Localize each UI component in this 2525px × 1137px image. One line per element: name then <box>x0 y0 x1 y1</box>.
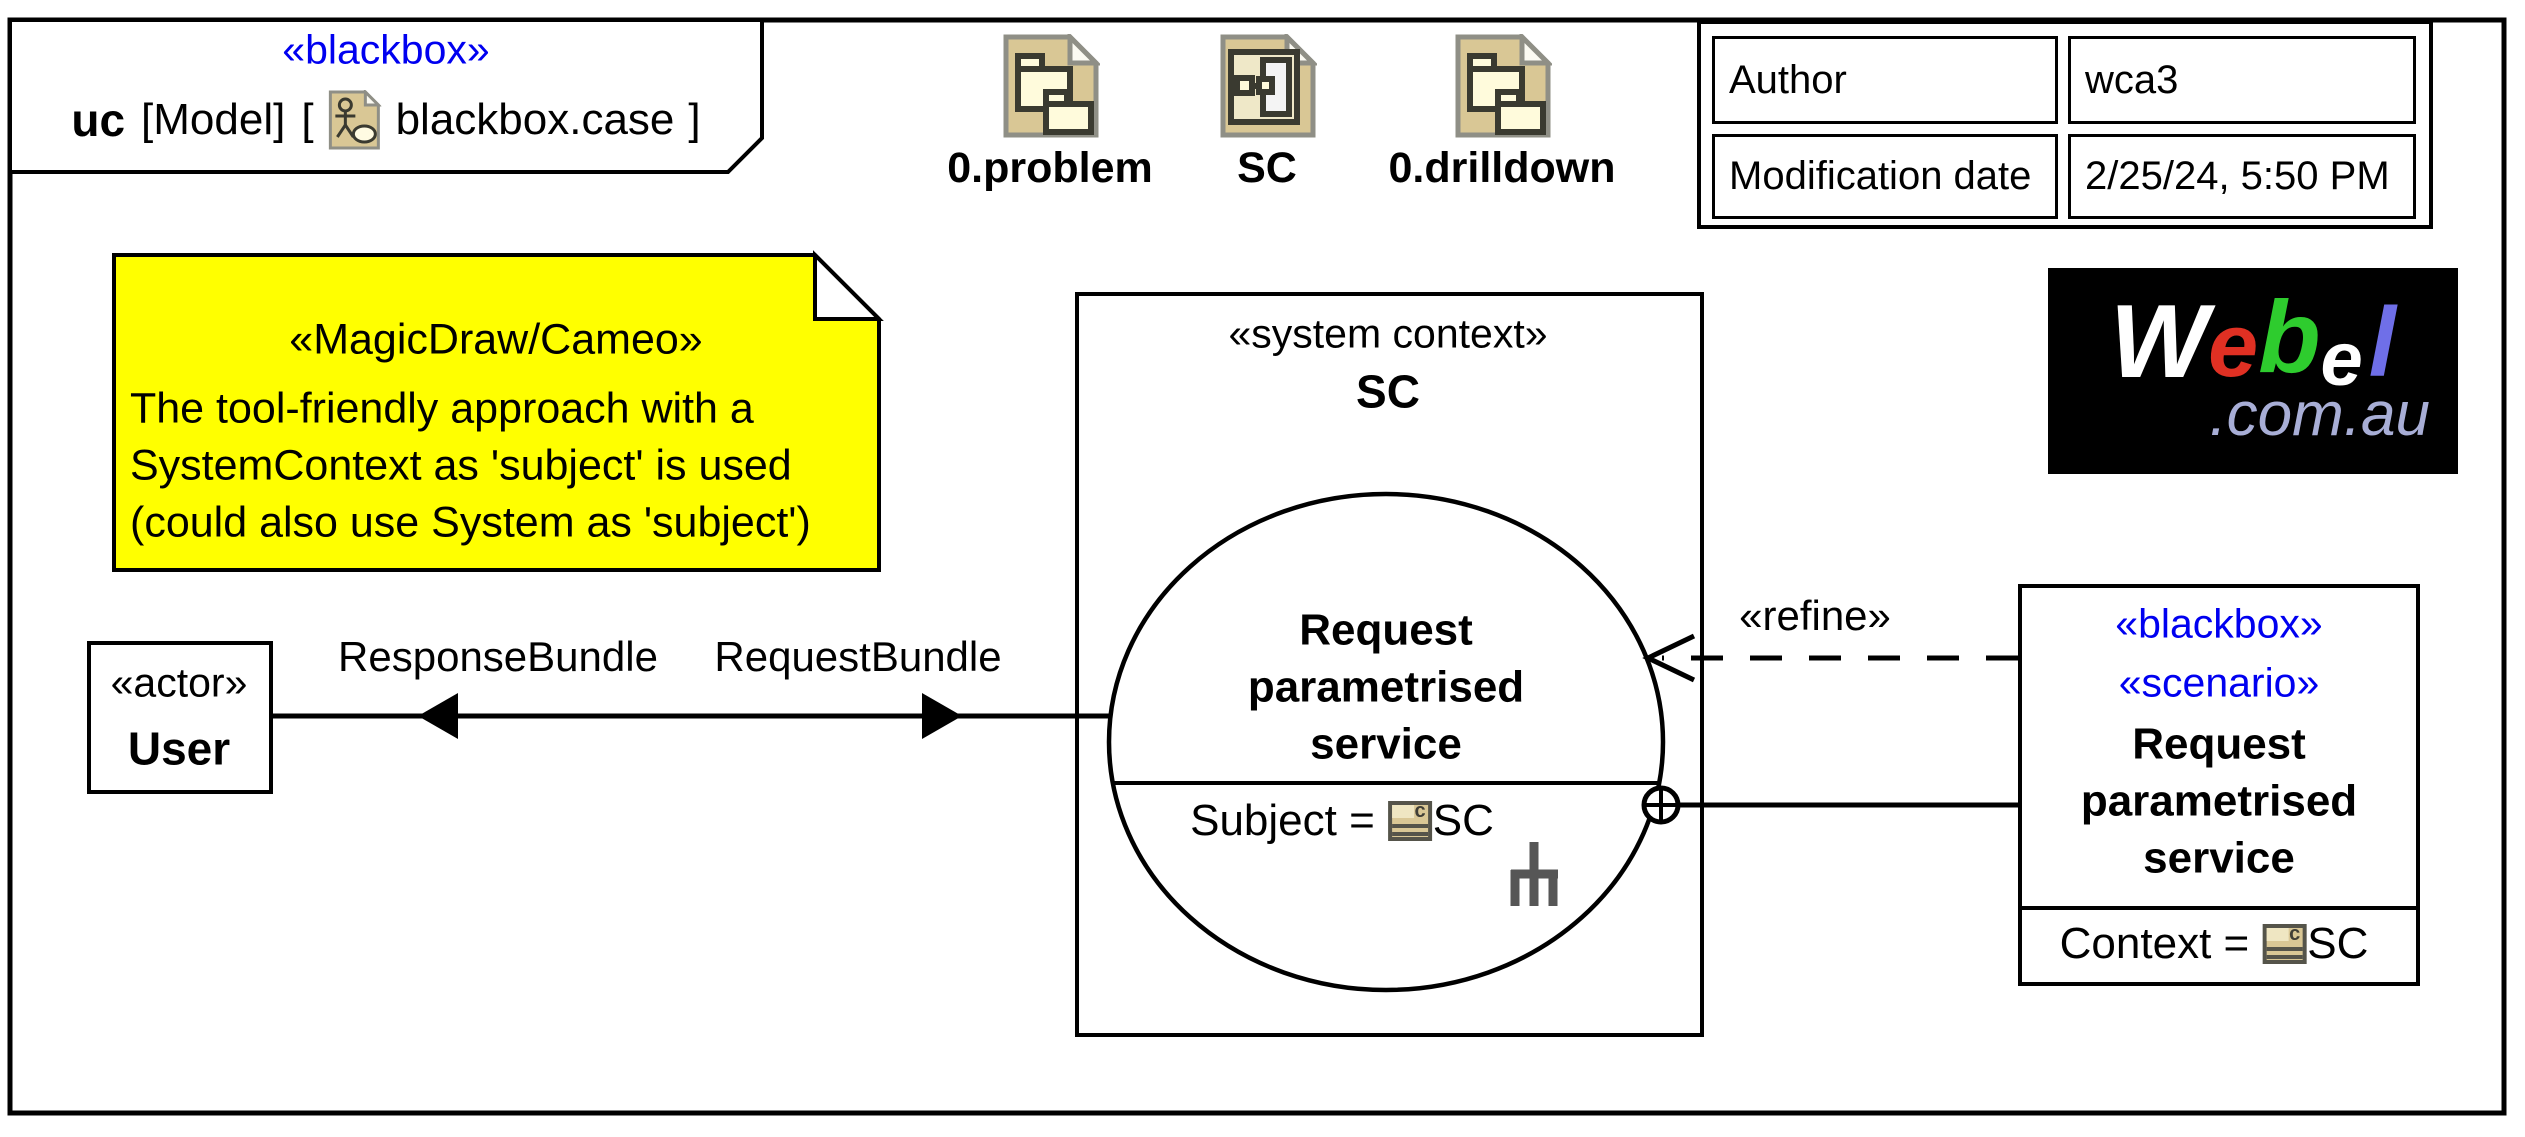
note-stereotype: «MagicDraw/Cameo» <box>289 315 703 364</box>
scenario-context-row: Context = c SC <box>2060 919 2369 969</box>
usecase-file-icon <box>329 90 382 150</box>
frame-close-bracket: ] <box>688 95 701 144</box>
refine-label: «refine» <box>1739 591 1891 639</box>
response-arrowhead <box>418 693 458 739</box>
info-table-moddate-label-cell: Modification date <box>1712 134 2058 219</box>
usecase-subject-row: Subject = c SC <box>1190 796 1494 846</box>
context-value: SC <box>2307 919 2369 968</box>
diagram-link-label[interactable]: SC <box>1237 144 1297 192</box>
diagram-kind-keyword: uc <box>71 94 126 146</box>
frame-title: uc [Model] [ blackbox.case ] <box>71 90 701 150</box>
logo-domain: .com.au <box>2209 379 2430 449</box>
frame-model-label: [Model] <box>141 95 286 144</box>
note-fold-corner <box>813 250 884 321</box>
logo-letter: W <box>2109 284 2209 401</box>
usecase-name-line: service <box>1310 719 1462 769</box>
ibd-diagram-file-icon <box>1220 34 1317 138</box>
usecase-name-line: parametrised <box>1247 662 1525 712</box>
author-value: wca3 <box>2085 57 2179 102</box>
class-icon: c <box>1387 800 1432 841</box>
author-label: Author <box>1729 57 1847 102</box>
scenario-name-line: Request <box>2132 719 2306 769</box>
package-diagram-file-icon <box>1003 34 1100 138</box>
logo-letter: l <box>2368 287 2397 398</box>
scenario-name-line: service <box>2143 833 2295 883</box>
subject-label: Subject = <box>1190 796 1375 845</box>
scenario-stereotype-scenario: «scenario» <box>2118 659 2320 706</box>
request-arrowhead <box>922 693 962 739</box>
subject-value: SC <box>1432 796 1494 845</box>
note-line: SystemContext as 'subject' is used <box>130 441 792 490</box>
note-line: (could also use System as 'subject') <box>130 498 811 547</box>
logo-letter: b <box>2258 280 2321 395</box>
svg-text:c: c <box>1414 800 1425 822</box>
diagram-link-problem[interactable]: 0.problem <box>900 34 1200 193</box>
class-icon: c <box>2262 923 2307 964</box>
scenario-stereotype-blackbox: «blackbox» <box>2115 600 2323 647</box>
system-context-stereotype: «system context» <box>1228 310 1548 357</box>
actor-stereotype: «actor» <box>110 659 248 706</box>
modification-date-value: 2/25/24, 5:50 PM <box>2085 154 2390 198</box>
response-bundle-label: ResponseBundle <box>338 632 658 680</box>
svg-text:c: c <box>2289 923 2300 945</box>
diagram-link-sc[interactable]: SC <box>1117 34 1417 193</box>
info-table-author-label-cell: Author <box>1712 36 2058 124</box>
frame-diagram-name: blackbox.case <box>395 95 675 144</box>
actor-name: User <box>127 722 231 775</box>
package-diagram-file-icon <box>1455 34 1552 138</box>
request-bundle-label: RequestBundle <box>714 632 1002 680</box>
usecase-name-line: Request <box>1299 605 1473 655</box>
info-table-moddate-value-cell: 2/25/24, 5:50 PM <box>2068 134 2416 219</box>
system-context-name: SC <box>1356 365 1420 418</box>
diagram-link-label[interactable]: 0.problem <box>947 144 1153 192</box>
modification-date-label: Modification date <box>1729 154 2032 198</box>
logo-letter: e <box>2320 317 2363 403</box>
logo-letter: e <box>2208 296 2259 397</box>
frame-stereotype: «blackbox» <box>282 26 490 73</box>
frame-open-bracket: [ <box>301 95 314 144</box>
note-line: The tool-friendly approach with a <box>130 384 754 433</box>
scenario-name-line: parametrised <box>2080 776 2358 826</box>
context-label: Context = <box>2059 919 2250 968</box>
diagram-link-drilldown[interactable]: 0.drilldown <box>1352 34 1652 193</box>
info-table-author-value-cell: wca3 <box>2068 36 2416 124</box>
diagram-link-label[interactable]: 0.drilldown <box>1388 144 1616 192</box>
